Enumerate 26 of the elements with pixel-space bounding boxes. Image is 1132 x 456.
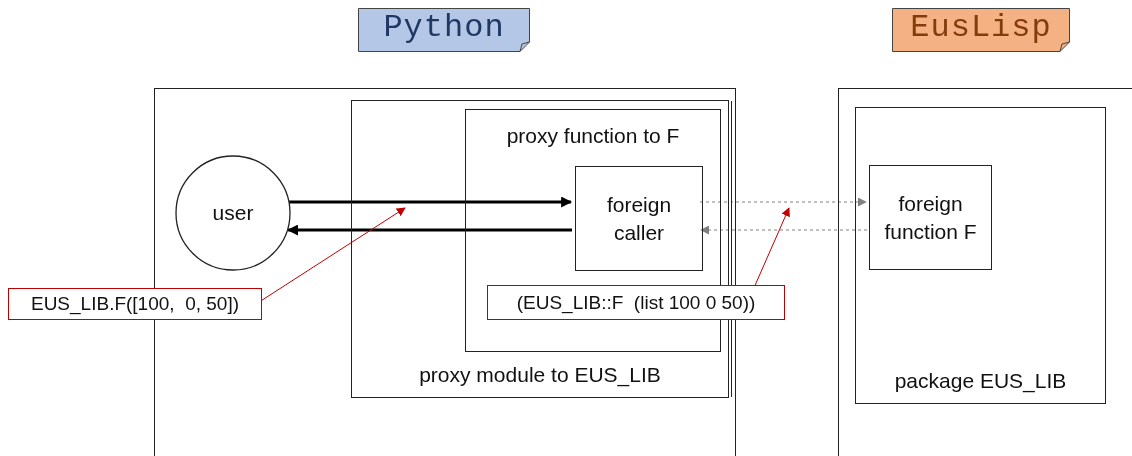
code-text: EUS_LIB.F([100, 0, 50]) <box>31 293 239 315</box>
arrow <box>699 197 867 207</box>
node-label: user <box>211 200 255 226</box>
tag-label: Python <box>383 9 505 46</box>
node-label: package EUS_LIB <box>894 369 1067 393</box>
code-callout <box>487 285 785 320</box>
language-tag <box>358 8 530 52</box>
node-label: proxy function to F <box>506 124 680 148</box>
node-label: proxy module to EUS_LIB <box>419 363 661 387</box>
process-box <box>869 165 992 270</box>
node-label: foreign caller <box>605 191 673 246</box>
node-label: foreign function F <box>883 190 978 245</box>
code-text: (EUS_LIB::F (list 100 0 50)) <box>516 291 756 314</box>
process-box <box>575 166 703 271</box>
arrow <box>289 196 573 208</box>
user-circle <box>175 155 291 271</box>
language-tag <box>892 8 1070 52</box>
runtime-frame <box>838 88 1132 456</box>
leader-line <box>261 207 406 301</box>
leader-line <box>754 207 790 286</box>
code-callout <box>8 288 262 320</box>
function-box <box>465 109 721 352</box>
arrow <box>700 225 868 235</box>
tag-label: EusLisp <box>910 9 1052 46</box>
arrow <box>287 224 572 236</box>
package-box <box>855 107 1106 404</box>
